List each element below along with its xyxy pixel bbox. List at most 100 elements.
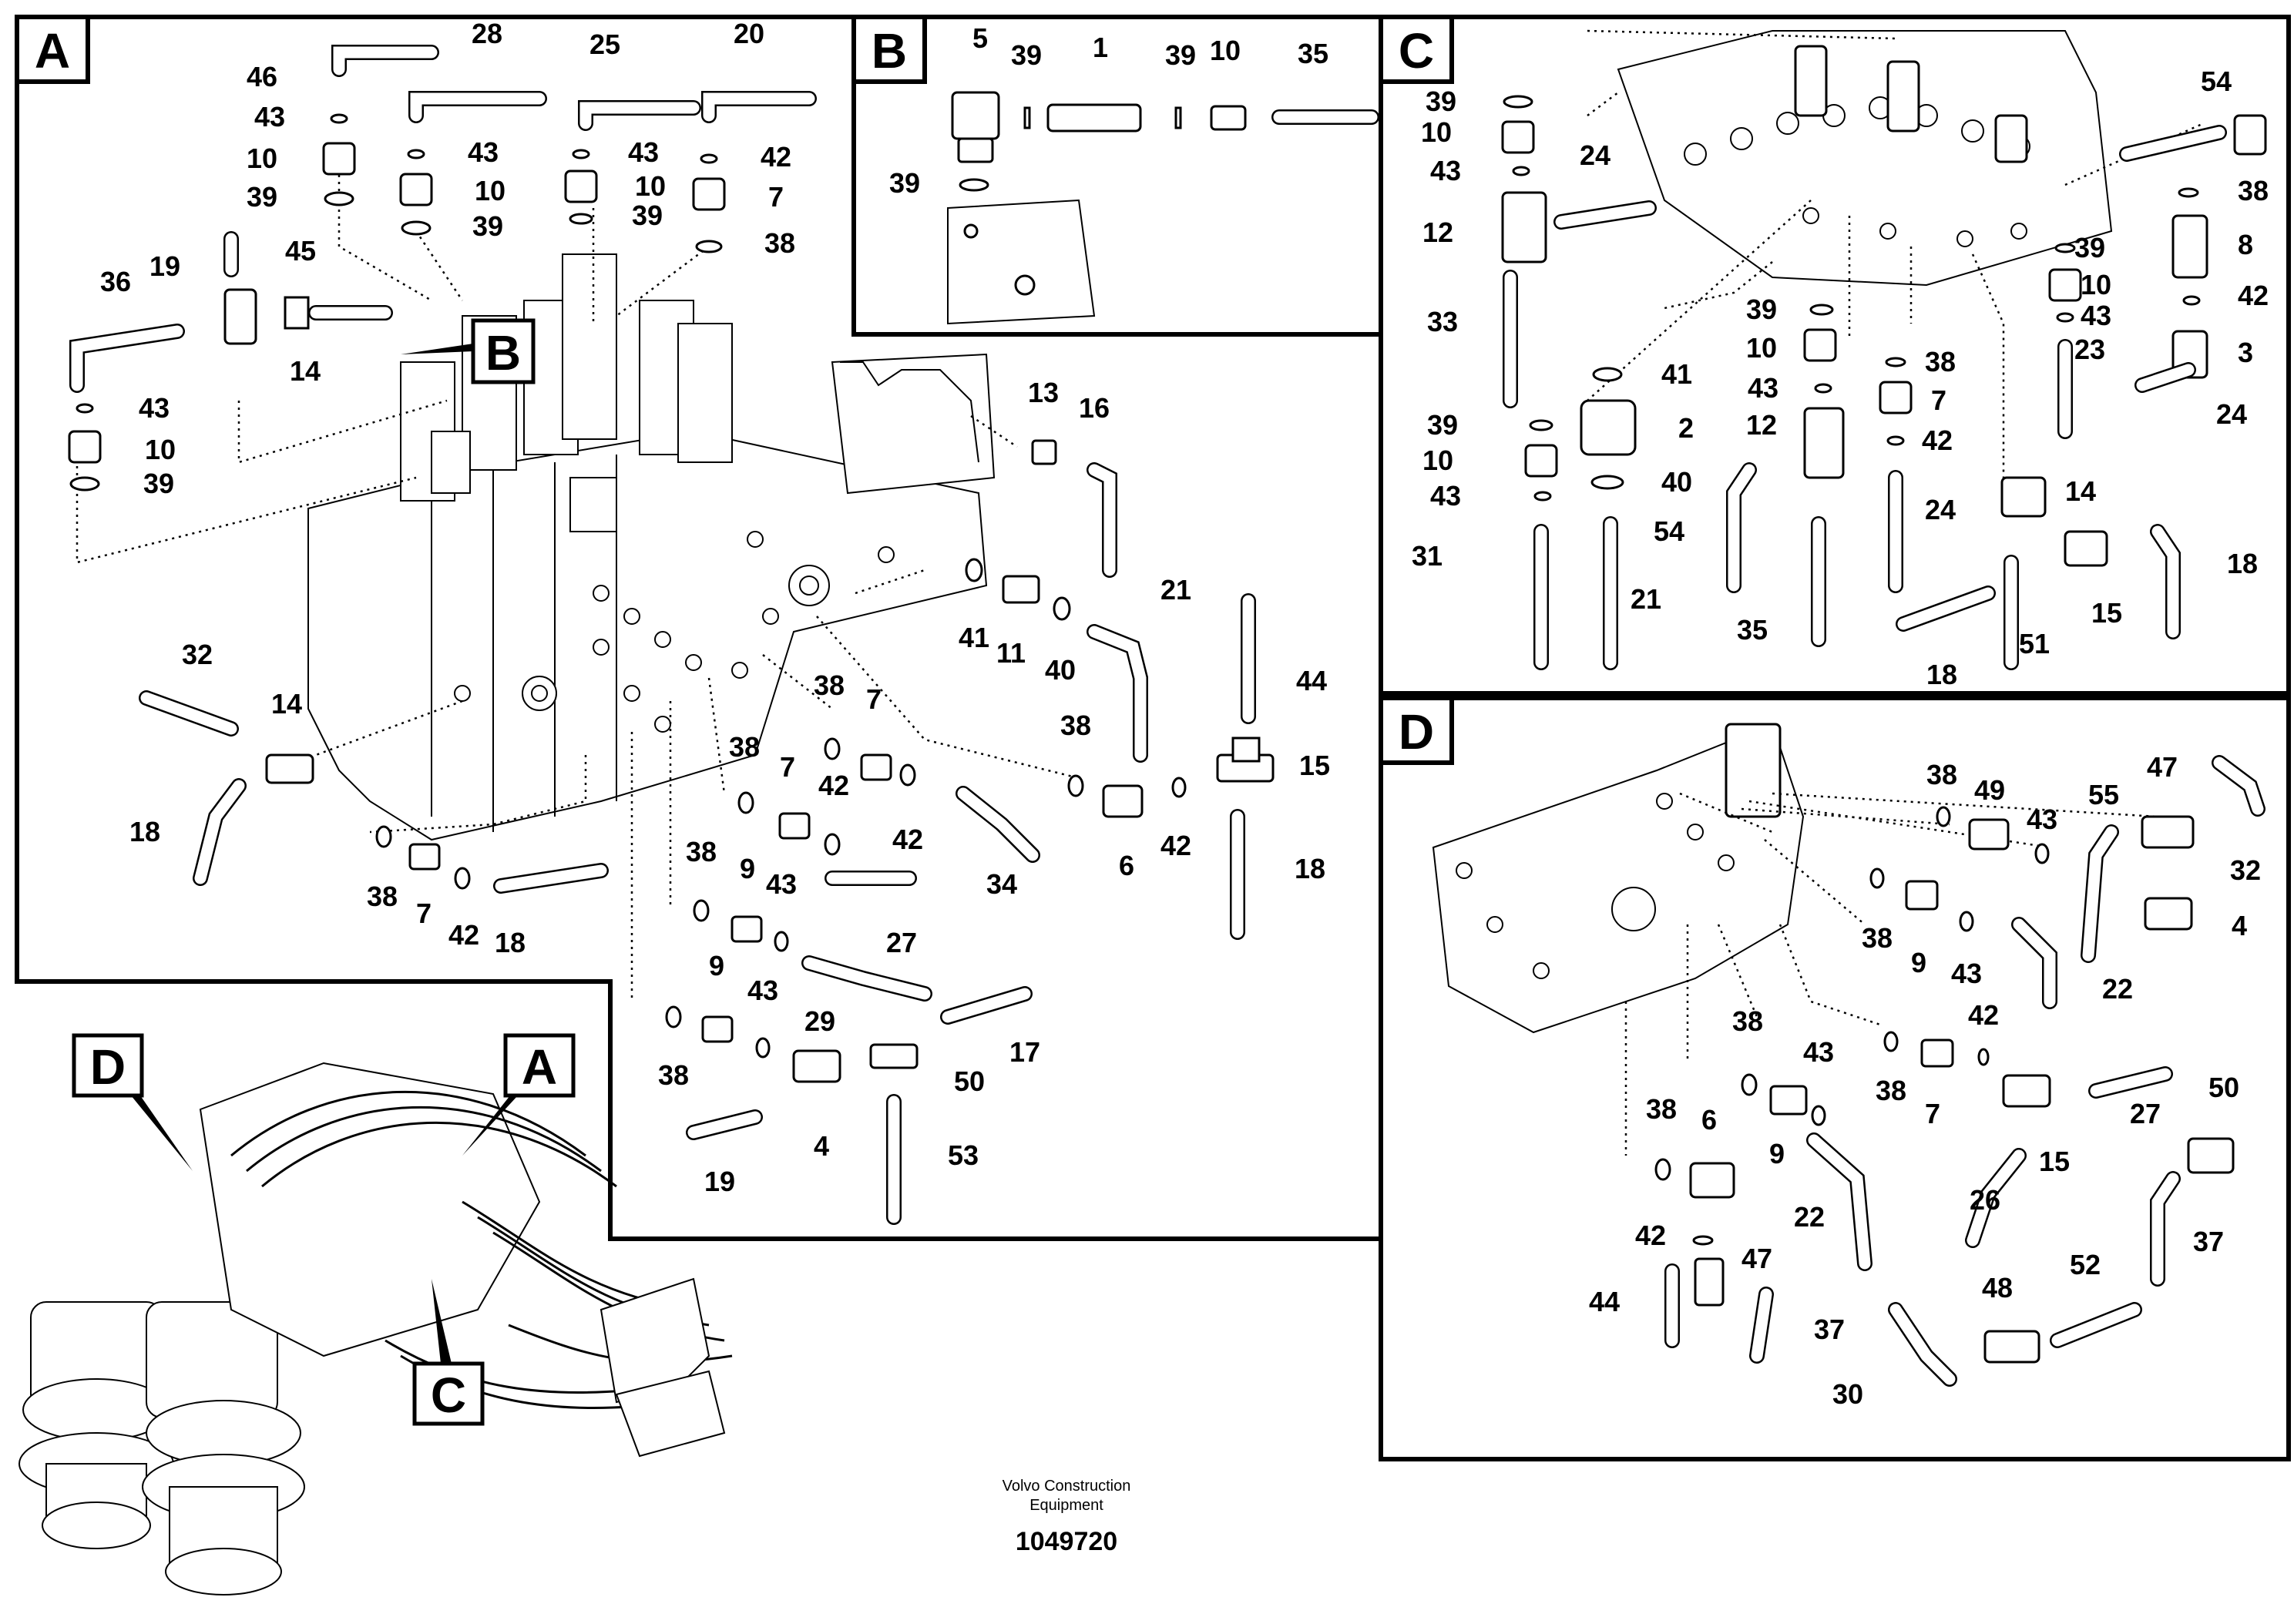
part-callout-d-22: 22 — [2102, 973, 2133, 1005]
part-callout-c-35: 35 — [1737, 614, 1768, 646]
part-callout-c-3: 3 — [2238, 337, 2253, 368]
part-callout-d-52: 52 — [2070, 1249, 2101, 1280]
overview-callout-c: C — [412, 1279, 485, 1426]
part-callout-a-4: 4 — [814, 1130, 829, 1162]
overview-callout-a-letter: A — [522, 1039, 557, 1095]
part-callout-c-31: 31 — [1412, 540, 1443, 572]
part-callout-a-10: 10 — [635, 170, 666, 202]
part-callout-c-51: 51 — [2019, 628, 2050, 659]
part-callout-c-18: 18 — [2227, 548, 2258, 579]
part-callout-a-38: 38 — [729, 731, 760, 763]
part-callout-c-10: 10 — [1746, 332, 1777, 364]
panel-b-parts — [947, 91, 1379, 325]
part-callout-c-18: 18 — [1926, 659, 1957, 690]
part-callout-d-27: 27 — [2130, 1098, 2161, 1129]
part-callout-a-7: 7 — [416, 898, 432, 929]
overview-callout-a: A — [462, 1033, 576, 1156]
part-callout-a-14: 14 — [271, 688, 302, 720]
part-callout-b-39: 39 — [1011, 39, 1042, 71]
part-callout-d-9: 9 — [1911, 947, 1926, 978]
panel-d-parts — [1432, 723, 2265, 1387]
part-callout-b-39: 39 — [889, 167, 920, 199]
part-callout-a-25: 25 — [589, 29, 620, 60]
part-callout-a-7: 7 — [780, 751, 795, 783]
part-callout-d-38: 38 — [1926, 759, 1957, 790]
part-callout-c-54: 54 — [2201, 65, 2232, 97]
part-callout-d-22: 22 — [1794, 1201, 1825, 1233]
part-callout-a-38: 38 — [658, 1059, 689, 1091]
part-callout-a-39: 39 — [143, 468, 174, 499]
part-callout-a-40: 40 — [1045, 654, 1076, 686]
part-callout-a-42: 42 — [1160, 830, 1191, 861]
part-callout-c-14: 14 — [2065, 475, 2096, 507]
part-callout-b-39: 39 — [1165, 39, 1196, 71]
part-callout-d-4: 4 — [2232, 910, 2247, 941]
part-callout-a-44: 44 — [1296, 665, 1327, 696]
part-callout-a-38: 38 — [814, 669, 845, 701]
part-callout-d-38: 38 — [1876, 1075, 1906, 1106]
part-callout-a-50: 50 — [954, 1065, 985, 1097]
part-callout-a-43: 43 — [139, 392, 170, 424]
brand-line-1: Volvo Construction — [1003, 1478, 1131, 1495]
panel-c-letter: C — [1399, 23, 1434, 79]
part-callout-a-9: 9 — [740, 853, 755, 884]
panel-c-parts — [1501, 29, 2267, 670]
part-callout-d-48: 48 — [1982, 1272, 2013, 1304]
part-callout-a-29: 29 — [804, 1005, 835, 1037]
part-callout-a-17: 17 — [1009, 1036, 1040, 1068]
part-callout-c-8: 8 — [2238, 229, 2253, 260]
part-callout-c-21: 21 — [1631, 583, 1661, 615]
part-callout-d-47: 47 — [1741, 1243, 1772, 1274]
part-callout-a-39: 39 — [632, 200, 663, 231]
part-callout-c-12: 12 — [1422, 216, 1453, 248]
part-callout-a-43: 43 — [747, 975, 778, 1006]
part-callout-a-7: 7 — [866, 683, 882, 715]
part-callout-d-7: 7 — [1925, 1098, 1940, 1129]
part-callout-d-38: 38 — [1732, 1005, 1763, 1037]
part-callout-c-43: 43 — [1748, 372, 1778, 404]
part-callout-d-43: 43 — [2027, 804, 2057, 835]
panel-c-tag: C — [1379, 15, 1454, 84]
part-callout-a-39: 39 — [247, 181, 277, 213]
part-callout-c-41: 41 — [1661, 358, 1692, 390]
part-callout-d-43: 43 — [1951, 958, 1982, 989]
part-callout-b-10: 10 — [1210, 35, 1241, 66]
part-callout-a-10: 10 — [475, 175, 505, 206]
panel-d-letter: D — [1399, 704, 1434, 760]
part-callout-a-18: 18 — [129, 816, 160, 847]
part-callout-a-19: 19 — [704, 1166, 735, 1197]
part-callout-c-43: 43 — [1430, 480, 1461, 512]
part-callout-d-9: 9 — [1769, 1138, 1785, 1169]
part-callout-a-42: 42 — [818, 770, 849, 801]
part-callout-a-28: 28 — [472, 18, 502, 49]
part-callout-a-53: 53 — [948, 1139, 979, 1171]
part-callout-c-42: 42 — [2238, 280, 2269, 311]
part-callout-d-30: 30 — [1832, 1378, 1863, 1410]
part-callout-d-47: 47 — [2147, 751, 2178, 783]
part-callout-a-43: 43 — [766, 868, 797, 900]
overview-callout-d: D — [72, 1033, 193, 1171]
part-callout-c-10: 10 — [1422, 445, 1453, 476]
part-callout-c-39: 39 — [1426, 86, 1456, 117]
part-callout-a-27: 27 — [886, 927, 917, 958]
part-callout-d-42: 42 — [1968, 999, 1999, 1031]
part-callout-a-7: 7 — [768, 181, 784, 213]
part-callout-c-42: 42 — [1922, 424, 1953, 456]
part-callout-a-46: 46 — [247, 61, 277, 92]
part-callout-c-10: 10 — [1421, 116, 1452, 148]
part-callout-d-50: 50 — [2208, 1072, 2239, 1103]
part-callout-d-43: 43 — [1803, 1036, 1834, 1068]
part-callout-a-16: 16 — [1079, 392, 1110, 424]
part-callout-d-38: 38 — [1646, 1093, 1677, 1125]
part-callout-a-38: 38 — [367, 881, 398, 912]
part-callout-b-35: 35 — [1298, 38, 1328, 69]
part-callout-d-15: 15 — [2039, 1146, 2070, 1177]
part-callout-a-11: 11 — [996, 637, 1026, 669]
overview-callout-c-letter: C — [431, 1367, 466, 1423]
part-callout-a-43: 43 — [468, 136, 499, 168]
part-callout-a-38: 38 — [1060, 710, 1091, 741]
part-callout-a-43: 43 — [254, 101, 285, 133]
part-callout-a-36: 36 — [100, 266, 131, 297]
panel-b-tag: B — [851, 15, 927, 84]
part-callout-c-38: 38 — [1925, 346, 1956, 377]
